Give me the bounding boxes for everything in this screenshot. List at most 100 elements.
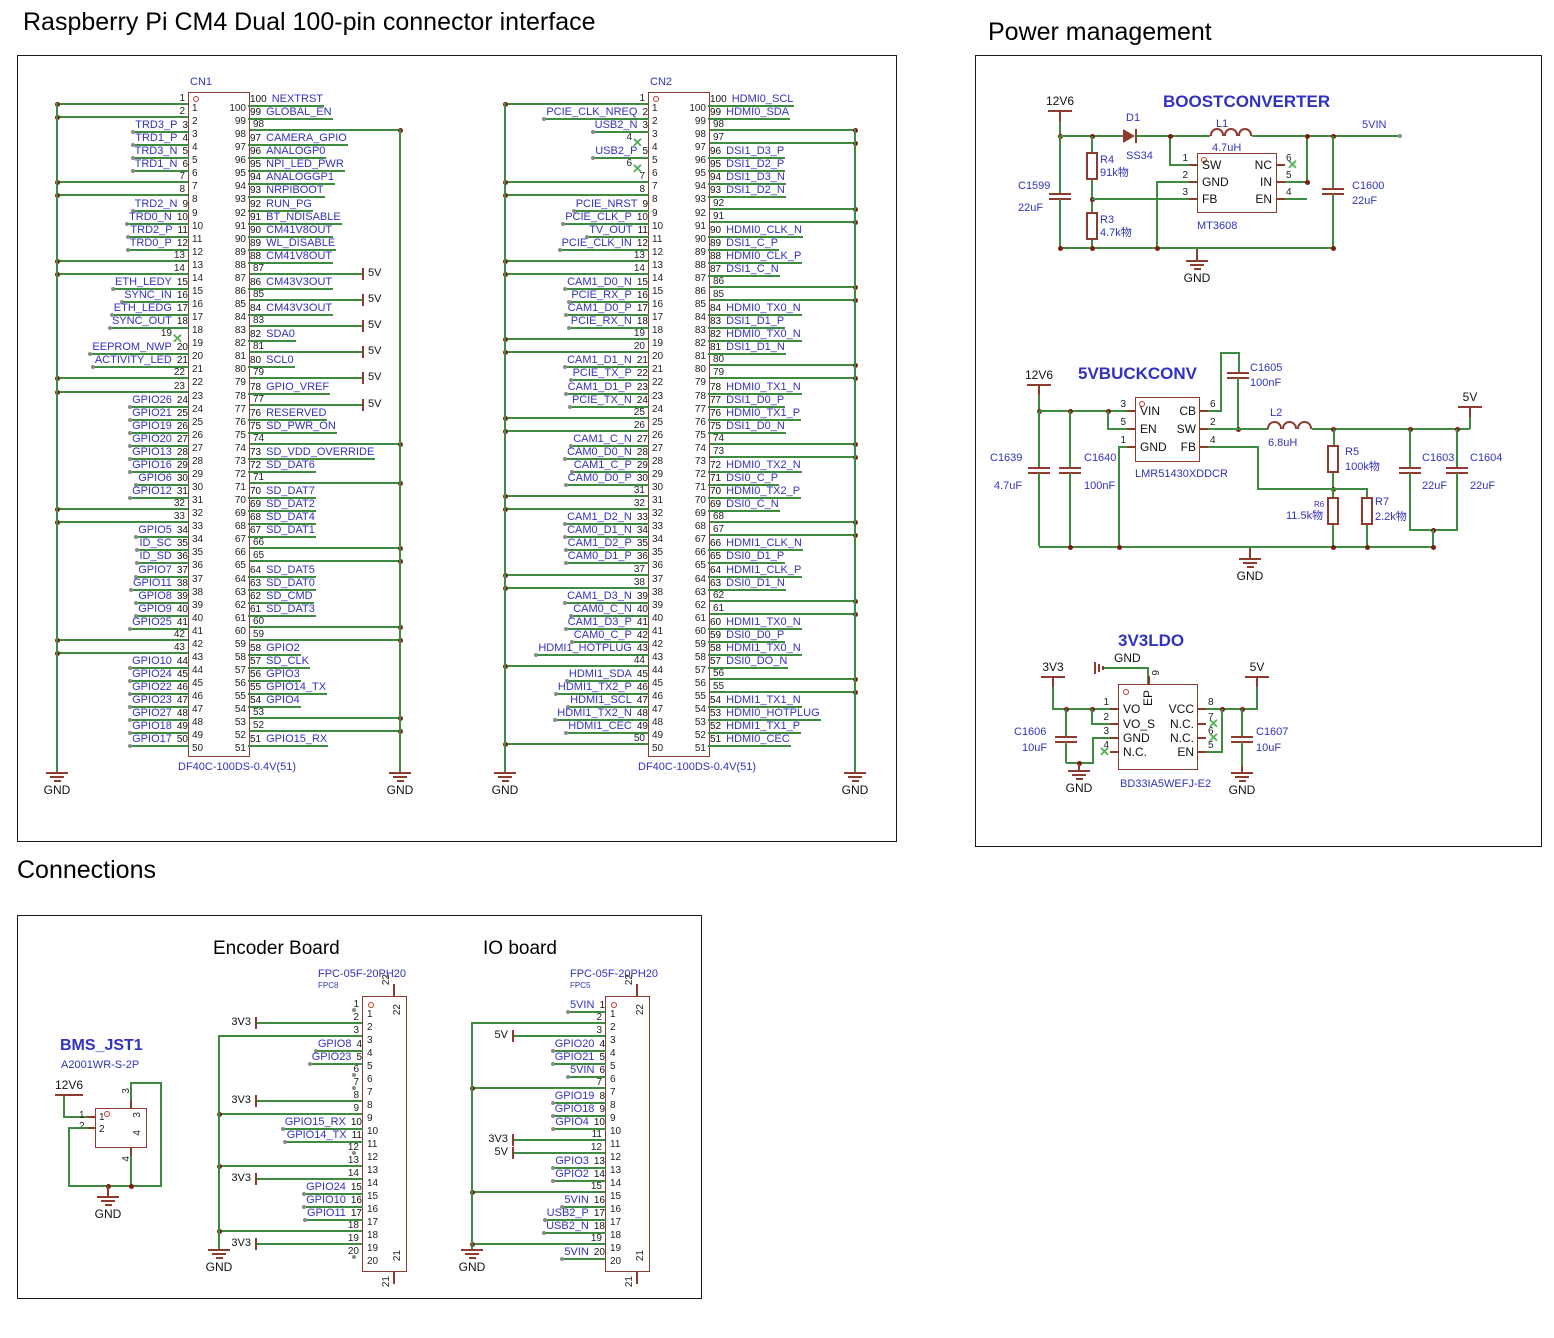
net-label[interactable]: 5VIN bbox=[569, 999, 595, 1011]
net-label[interactable]: PCIE_RX_N bbox=[570, 315, 632, 327]
net-label[interactable]: SCL0 bbox=[266, 354, 294, 366]
component-value[interactable]: 91k物 bbox=[1100, 167, 1129, 179]
net-label[interactable]: GPIO14_TX bbox=[286, 1129, 347, 1141]
net-label[interactable]: DSI0_DO_N bbox=[726, 655, 788, 667]
net-label[interactable]: CAM1_D0_N bbox=[567, 276, 632, 288]
connector-body-jst[interactable] bbox=[95, 1108, 147, 1148]
power-net-flag[interactable]: 5V bbox=[368, 398, 382, 410]
component-ref[interactable]: C1600 bbox=[1352, 180, 1385, 192]
component-ref[interactable]: R5 bbox=[1345, 446, 1360, 458]
net-label[interactable]: HDMI0_TX0_N bbox=[726, 302, 801, 314]
net-label[interactable]: GPIO5 bbox=[138, 524, 172, 536]
net-label[interactable]: GPIO17 bbox=[132, 733, 172, 745]
net-label[interactable]: GPIO18 bbox=[132, 720, 172, 732]
connector-part-number[interactable]: FPC-05F-20PH20 bbox=[318, 968, 407, 980]
net-label[interactable]: GPIO24 bbox=[306, 1181, 346, 1193]
component-value[interactable]: 22uF bbox=[1470, 480, 1496, 492]
component-value[interactable]: 4.7uF bbox=[994, 480, 1023, 492]
net-label[interactable]: NRPIBOOT bbox=[266, 184, 324, 196]
net-label[interactable]: CAM0_C_N bbox=[573, 603, 632, 615]
connector-part-number[interactable]: A2001WR-S-2P bbox=[61, 1059, 140, 1071]
net-label[interactable]: GPIO19 bbox=[132, 420, 172, 432]
net-label[interactable]: GPIO26 bbox=[132, 394, 172, 406]
net-label[interactable]: TRD0_N bbox=[129, 211, 172, 223]
net-label[interactable]: PCIE_CLK_P bbox=[565, 211, 632, 223]
net-label[interactable]: GPIO20 bbox=[554, 1038, 595, 1050]
connector-designator[interactable]: BMS_JST1 bbox=[60, 1037, 143, 1054]
component-ref[interactable]: C1607 bbox=[1256, 726, 1289, 738]
power-net-flag[interactable]: 5V bbox=[368, 345, 382, 357]
net-label[interactable]: CAM1_C_P bbox=[573, 459, 632, 471]
connector-body-cn1[interactable] bbox=[188, 92, 250, 757]
net-label[interactable]: GPIO18 bbox=[554, 1103, 595, 1115]
net-label[interactable]: ID_SC bbox=[139, 537, 172, 549]
net-label[interactable]: HDMI1_SDA bbox=[568, 668, 632, 680]
net-label[interactable]: HDMI1_CEC bbox=[568, 720, 632, 732]
net-label[interactable]: SD_DAT6 bbox=[266, 459, 315, 471]
component-ref[interactable]: LMR51430XDDCR bbox=[1135, 468, 1228, 480]
power-net-flag[interactable]: 3V3 bbox=[488, 1133, 508, 1145]
component-value[interactable]: 100nF bbox=[1250, 377, 1282, 389]
power-net-flag[interactable]: 3V3 bbox=[231, 1094, 251, 1106]
net-label[interactable]: TRD2_P bbox=[130, 224, 173, 236]
net-label[interactable]: SD_DAT3 bbox=[266, 603, 315, 615]
net-label[interactable]: GPIO10 bbox=[132, 655, 172, 667]
net-label[interactable]: GPIO2 bbox=[266, 642, 300, 654]
net-label[interactable]: SD_CMD bbox=[266, 590, 313, 602]
net-label[interactable]: GPIO27 bbox=[132, 707, 172, 719]
net-label[interactable]: DSI0_C_P bbox=[726, 472, 779, 484]
net-label[interactable]: CAM1_D2_P bbox=[567, 537, 632, 549]
net-label[interactable]: CAM1_D0_P bbox=[567, 302, 632, 314]
power-net-flag[interactable]: 3V3 bbox=[231, 1016, 251, 1028]
net-label[interactable]: DSI1_D2_P bbox=[726, 158, 785, 170]
component-value[interactable]: 2.2k物 bbox=[1375, 511, 1407, 523]
net-label[interactable]: GPIO12 bbox=[132, 485, 172, 497]
net-label[interactable]: SD_DAT0 bbox=[266, 577, 315, 589]
component-ref[interactable]: C1604 bbox=[1470, 452, 1503, 464]
net-label[interactable]: 5VIN bbox=[569, 1064, 595, 1076]
net-label[interactable]: GPIO4 bbox=[266, 694, 300, 706]
ic-body-bd33[interactable] bbox=[1118, 684, 1198, 770]
net-label[interactable]: HDMI1_SCL bbox=[570, 694, 632, 706]
net-label[interactable]: GPIO15_RX bbox=[284, 1116, 346, 1128]
net-label[interactable]: ETH_LEDG bbox=[113, 302, 172, 314]
net-label[interactable]: HDMI1_HOTPLUG bbox=[538, 642, 632, 654]
component-ref[interactable]: BD33IA5WEFJ-E2 bbox=[1120, 778, 1212, 790]
net-label[interactable]: SD_DAT1 bbox=[266, 524, 315, 536]
net-label[interactable]: CAM0_D1_N bbox=[567, 524, 632, 536]
net-label[interactable]: GPIO8 bbox=[138, 590, 172, 602]
component-value[interactable]: 22uF bbox=[1422, 480, 1448, 492]
net-label[interactable]: HDMI1_TX2_P bbox=[557, 681, 632, 693]
net-label[interactable]: GPIO20 bbox=[132, 433, 172, 445]
net-label[interactable]: DSI1_D1_N bbox=[726, 341, 785, 353]
net-label[interactable]: DSI1_D2_N bbox=[726, 184, 785, 196]
net-label[interactable]: GPIO23 bbox=[311, 1051, 352, 1063]
net-label[interactable]: HDMI1_TX2_N bbox=[557, 707, 632, 719]
net-label[interactable]: ETH_LEDY bbox=[115, 276, 172, 288]
net-label[interactable]: PCIE_TX_N bbox=[571, 394, 632, 406]
net-label[interactable]: GPIO11 bbox=[306, 1207, 346, 1219]
connector-part-number[interactable]: FPC-05F-20PH20 bbox=[570, 968, 659, 980]
net-label[interactable]: DSI1_D0_P bbox=[726, 394, 785, 406]
net-label[interactable]: SD_DAT7 bbox=[266, 485, 315, 497]
net-label[interactable]: CAM1_D3_N bbox=[567, 590, 632, 602]
component-ref[interactable]: L1 bbox=[1216, 118, 1229, 130]
net-label[interactable]: PCIE_CLK_NREQ bbox=[546, 106, 638, 118]
net-label[interactable]: HDMI1_TX1_N bbox=[726, 694, 801, 706]
net-label[interactable]: DSI0_D1_P bbox=[726, 550, 785, 562]
net-label[interactable]: USB2_N bbox=[594, 119, 638, 131]
net-label[interactable]: HDMI0_CLK_N bbox=[726, 224, 802, 236]
resistor-symbol[interactable] bbox=[1327, 497, 1339, 525]
component-value[interactable]: 6.8uH bbox=[1268, 437, 1298, 449]
net-label[interactable]: 5VIN bbox=[1362, 119, 1387, 131]
net-label[interactable]: SYNC_IN bbox=[124, 289, 172, 301]
net-label[interactable]: PCIE_NRST bbox=[575, 198, 638, 210]
net-label[interactable]: TRD3_N bbox=[134, 145, 178, 157]
net-label[interactable]: CM41V8OUT bbox=[266, 250, 333, 262]
net-label[interactable]: USB2_P bbox=[595, 145, 638, 157]
net-label[interactable]: DSI1_C_N bbox=[726, 263, 779, 275]
component-ref[interactable]: MT3608 bbox=[1197, 220, 1238, 232]
resistor-symbol[interactable] bbox=[1327, 445, 1339, 473]
net-label[interactable]: GPIO10 bbox=[306, 1194, 346, 1206]
component-value[interactable]: SS34 bbox=[1126, 150, 1153, 162]
